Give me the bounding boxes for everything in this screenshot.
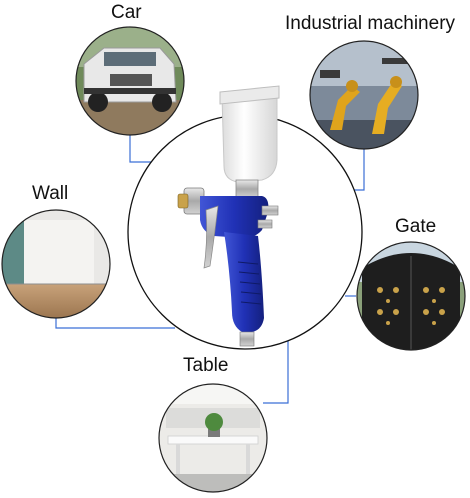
label-gate: Gate <box>395 216 437 237</box>
label-industrial-machinery: Industrial machinery <box>285 13 456 34</box>
connector-car <box>129 135 155 163</box>
connector-wall <box>55 318 175 329</box>
label-car: Car <box>111 2 142 23</box>
car-photo <box>76 27 184 135</box>
label-table: Table <box>183 355 229 376</box>
connector-table <box>263 336 289 404</box>
spray-gun-image <box>177 85 280 347</box>
label-wall: Wall <box>32 183 69 204</box>
